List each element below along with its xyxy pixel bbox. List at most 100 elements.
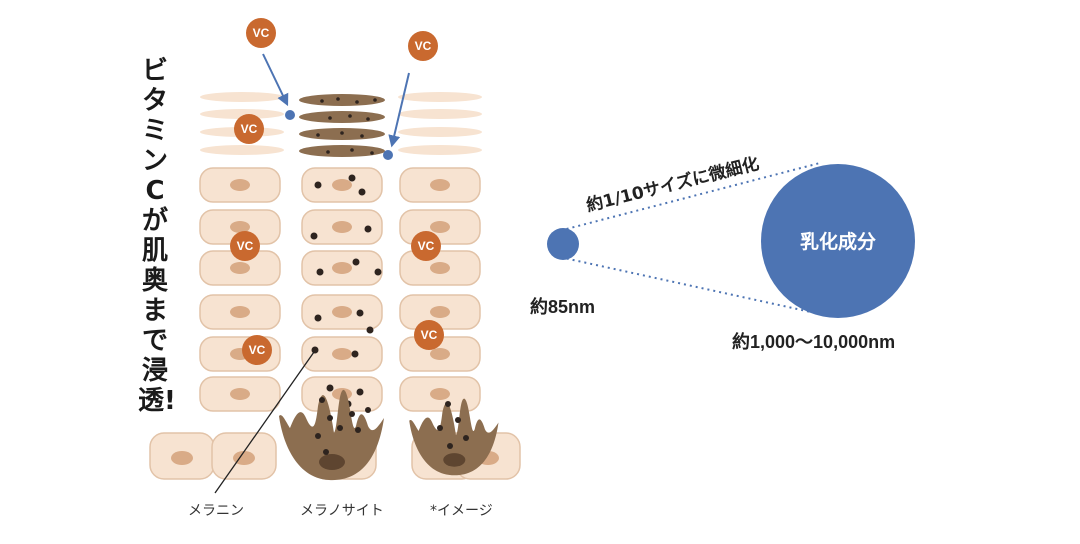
- melanin-dot: [356, 309, 364, 317]
- melanin-layer: [299, 94, 385, 106]
- vc-badge-circle: [234, 114, 264, 144]
- melanin-dot: [314, 181, 322, 189]
- cell-nucleus: [230, 388, 250, 400]
- basal-nucleus: [233, 451, 255, 465]
- vc-text: VC: [421, 328, 438, 342]
- melanin-dot: [373, 98, 377, 102]
- small-size-label: 約85nm: [530, 297, 596, 317]
- cell-nucleus: [230, 262, 250, 274]
- small-particle: [547, 228, 579, 260]
- vc-badge: VC: [414, 320, 444, 350]
- thin-layer-right: [398, 145, 482, 155]
- thin-layer-left: [200, 145, 284, 155]
- melanin-dot: [311, 346, 319, 354]
- vc-arrow: [388, 72, 410, 148]
- melanin-dot: [327, 415, 333, 421]
- melanin-dot: [370, 151, 374, 155]
- thin-layer-right: [398, 109, 482, 119]
- melanin-dot: [326, 384, 334, 392]
- melanin-dot: [315, 433, 321, 439]
- vc-badge: VC: [411, 231, 441, 261]
- cell-nucleus: [430, 306, 450, 318]
- vc-badge: VC: [242, 335, 272, 365]
- melanocyte-center-nucleus: [319, 454, 345, 470]
- cell-nucleus: [230, 221, 250, 233]
- melanin-dot: [447, 443, 453, 449]
- reduction-label: 約1/10サイズに微細化: [584, 153, 761, 216]
- cell-nucleus: [430, 348, 450, 360]
- dotted-line-top: [554, 162, 821, 233]
- melanocyte-right-nucleus: [443, 453, 466, 467]
- vc-badge-circle: [411, 231, 441, 261]
- melanin-dot: [336, 97, 340, 101]
- basal-nucleus: [171, 451, 193, 465]
- emulsion-circle: [761, 164, 915, 318]
- melanin-dot: [316, 268, 324, 276]
- melanin-dot: [350, 148, 354, 152]
- cell-nucleus: [430, 262, 450, 274]
- cell-nucleus: [332, 262, 352, 274]
- cell-nucleus: [230, 306, 250, 318]
- cell-nucleus: [430, 221, 450, 233]
- vc-badge: VC: [234, 114, 264, 144]
- melanin-dot: [445, 401, 451, 407]
- vc-particle: [383, 150, 393, 160]
- melanin-dot: [358, 188, 366, 196]
- melanin-dot: [360, 134, 364, 138]
- melanin-dot: [352, 258, 360, 266]
- melanin-dot: [328, 116, 332, 120]
- melanin-dot: [364, 225, 372, 233]
- melanin-dot: [323, 449, 329, 455]
- cell-nucleus: [332, 306, 352, 318]
- thin-layer-left: [200, 92, 284, 102]
- melanin-dot: [349, 411, 355, 417]
- vc-badge: VC: [246, 18, 276, 48]
- melanin-dot: [366, 117, 370, 121]
- melanin-dot: [355, 100, 359, 104]
- vc-badge: VC: [230, 231, 260, 261]
- thin-layer-left: [200, 109, 284, 119]
- melanocyte-label: メラノサイト: [300, 503, 384, 519]
- vc-particle: [285, 110, 295, 120]
- cell-nucleus: [230, 179, 250, 191]
- melanin-dot: [348, 114, 352, 118]
- vc-badge-circle: [408, 31, 438, 61]
- melanin-dot: [463, 435, 469, 441]
- melanocyte-right: [409, 398, 499, 476]
- vertical-title: ビタミンCが肌奥まで浸透!: [138, 56, 176, 416]
- cell-nucleus: [430, 179, 450, 191]
- melanin-dot: [348, 174, 356, 182]
- image-note-label: *イメージ: [430, 503, 493, 519]
- melanin-dot: [310, 232, 318, 240]
- emulsion-label: 乳化成分: [800, 230, 876, 253]
- melanin-dot: [337, 425, 343, 431]
- vc-text: VC: [241, 122, 258, 136]
- thin-layer-right: [398, 92, 482, 102]
- vc-text: VC: [249, 343, 266, 357]
- melanin-dot: [319, 397, 325, 403]
- cell-nucleus: [332, 179, 352, 191]
- melanin-dot: [455, 417, 461, 423]
- melanin-dot: [320, 99, 324, 103]
- cell-nucleus: [332, 221, 352, 233]
- melanin-dot: [314, 314, 322, 322]
- vc-badge: VC: [408, 31, 438, 61]
- melanin-dot: [351, 350, 359, 358]
- vc-badge-circle: [246, 18, 276, 48]
- melanin-leader-line: [214, 351, 315, 494]
- melanin-dot: [340, 131, 344, 135]
- vc-badge-circle: [242, 335, 272, 365]
- melanin-dot: [365, 407, 371, 413]
- vc-text: VC: [237, 239, 254, 253]
- melanin-dot: [316, 133, 320, 137]
- melanin-dot: [437, 425, 443, 431]
- vc-text: VC: [415, 39, 432, 53]
- melanin-layer: [299, 111, 385, 123]
- melanin-dot: [356, 388, 364, 396]
- melanin-layer: [299, 145, 385, 157]
- vc-arrow: [262, 53, 289, 107]
- thin-layer-right: [398, 127, 482, 137]
- vc-badge-circle: [414, 320, 444, 350]
